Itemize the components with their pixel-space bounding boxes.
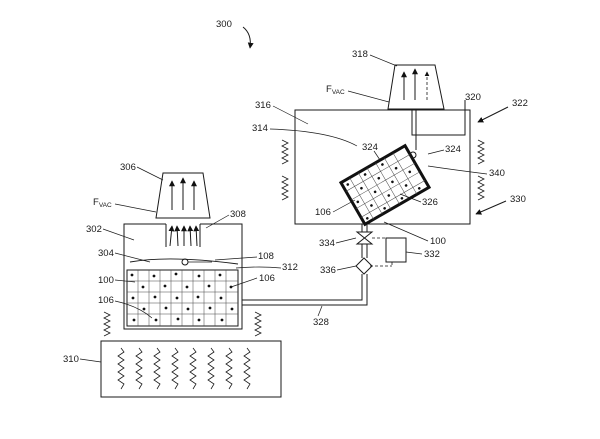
vibration-right-4 — [477, 175, 485, 201]
fvac-left: FVAC — [93, 197, 112, 209]
controller-332 — [385, 237, 407, 263]
arrow-300 — [242, 26, 254, 49]
vacuum-hood-306 — [155, 172, 211, 219]
label-332: 332 — [424, 249, 440, 260]
sensor-right — [409, 151, 417, 159]
label-106-right: 106 — [315, 207, 331, 218]
label-334: 334 — [319, 238, 335, 249]
vibration-right-3 — [477, 139, 485, 165]
heater-310 — [100, 340, 282, 398]
pipe-328 — [242, 280, 368, 306]
vibration-right-1 — [281, 139, 289, 165]
vacuum-hood-318 — [387, 64, 445, 110]
label-304: 304 — [98, 248, 114, 259]
label-302: 302 — [86, 224, 102, 235]
label-324-left: 324 — [362, 142, 378, 153]
sensor-108 — [181, 258, 212, 266]
chamber-316 — [294, 109, 471, 225]
particle-mesh-100-left — [126, 269, 239, 327]
label-308: 308 — [230, 209, 246, 220]
label-300: 300 — [216, 19, 232, 30]
liquid-surface — [129, 258, 239, 265]
label-320: 320 — [465, 92, 481, 103]
fvac-right: FVAC — [326, 84, 345, 96]
label-310: 310 — [63, 354, 79, 365]
label-100-right: 100 — [430, 236, 446, 247]
filter-336 — [355, 257, 373, 275]
label-108: 108 — [258, 251, 274, 262]
label-312: 312 — [282, 262, 298, 273]
label-340: 340 — [489, 168, 505, 179]
chamber-302 — [123, 223, 243, 330]
label-100-left: 100 — [98, 275, 114, 286]
label-326: 326 — [422, 197, 438, 208]
label-328: 328 — [313, 317, 329, 328]
label-314: 314 — [252, 123, 268, 134]
label-322: 322 — [512, 98, 528, 109]
label-318: 318 — [352, 49, 368, 60]
label-106-left-lower: 106 — [98, 295, 114, 306]
label-106-left-upper: 106 — [259, 273, 275, 284]
vibration-right-2 — [281, 175, 289, 201]
valve-334 — [355, 224, 374, 258]
particle-mesh-100-right — [338, 143, 432, 227]
label-306: 306 — [120, 162, 136, 173]
label-330: 330 — [510, 194, 526, 205]
vibration-left-1 — [103, 311, 111, 337]
label-324-right: 324 — [445, 144, 461, 155]
label-316: 316 — [255, 100, 271, 111]
label-336: 336 — [320, 265, 336, 276]
vibration-left-2 — [254, 311, 262, 337]
line-320 — [411, 100, 466, 136]
